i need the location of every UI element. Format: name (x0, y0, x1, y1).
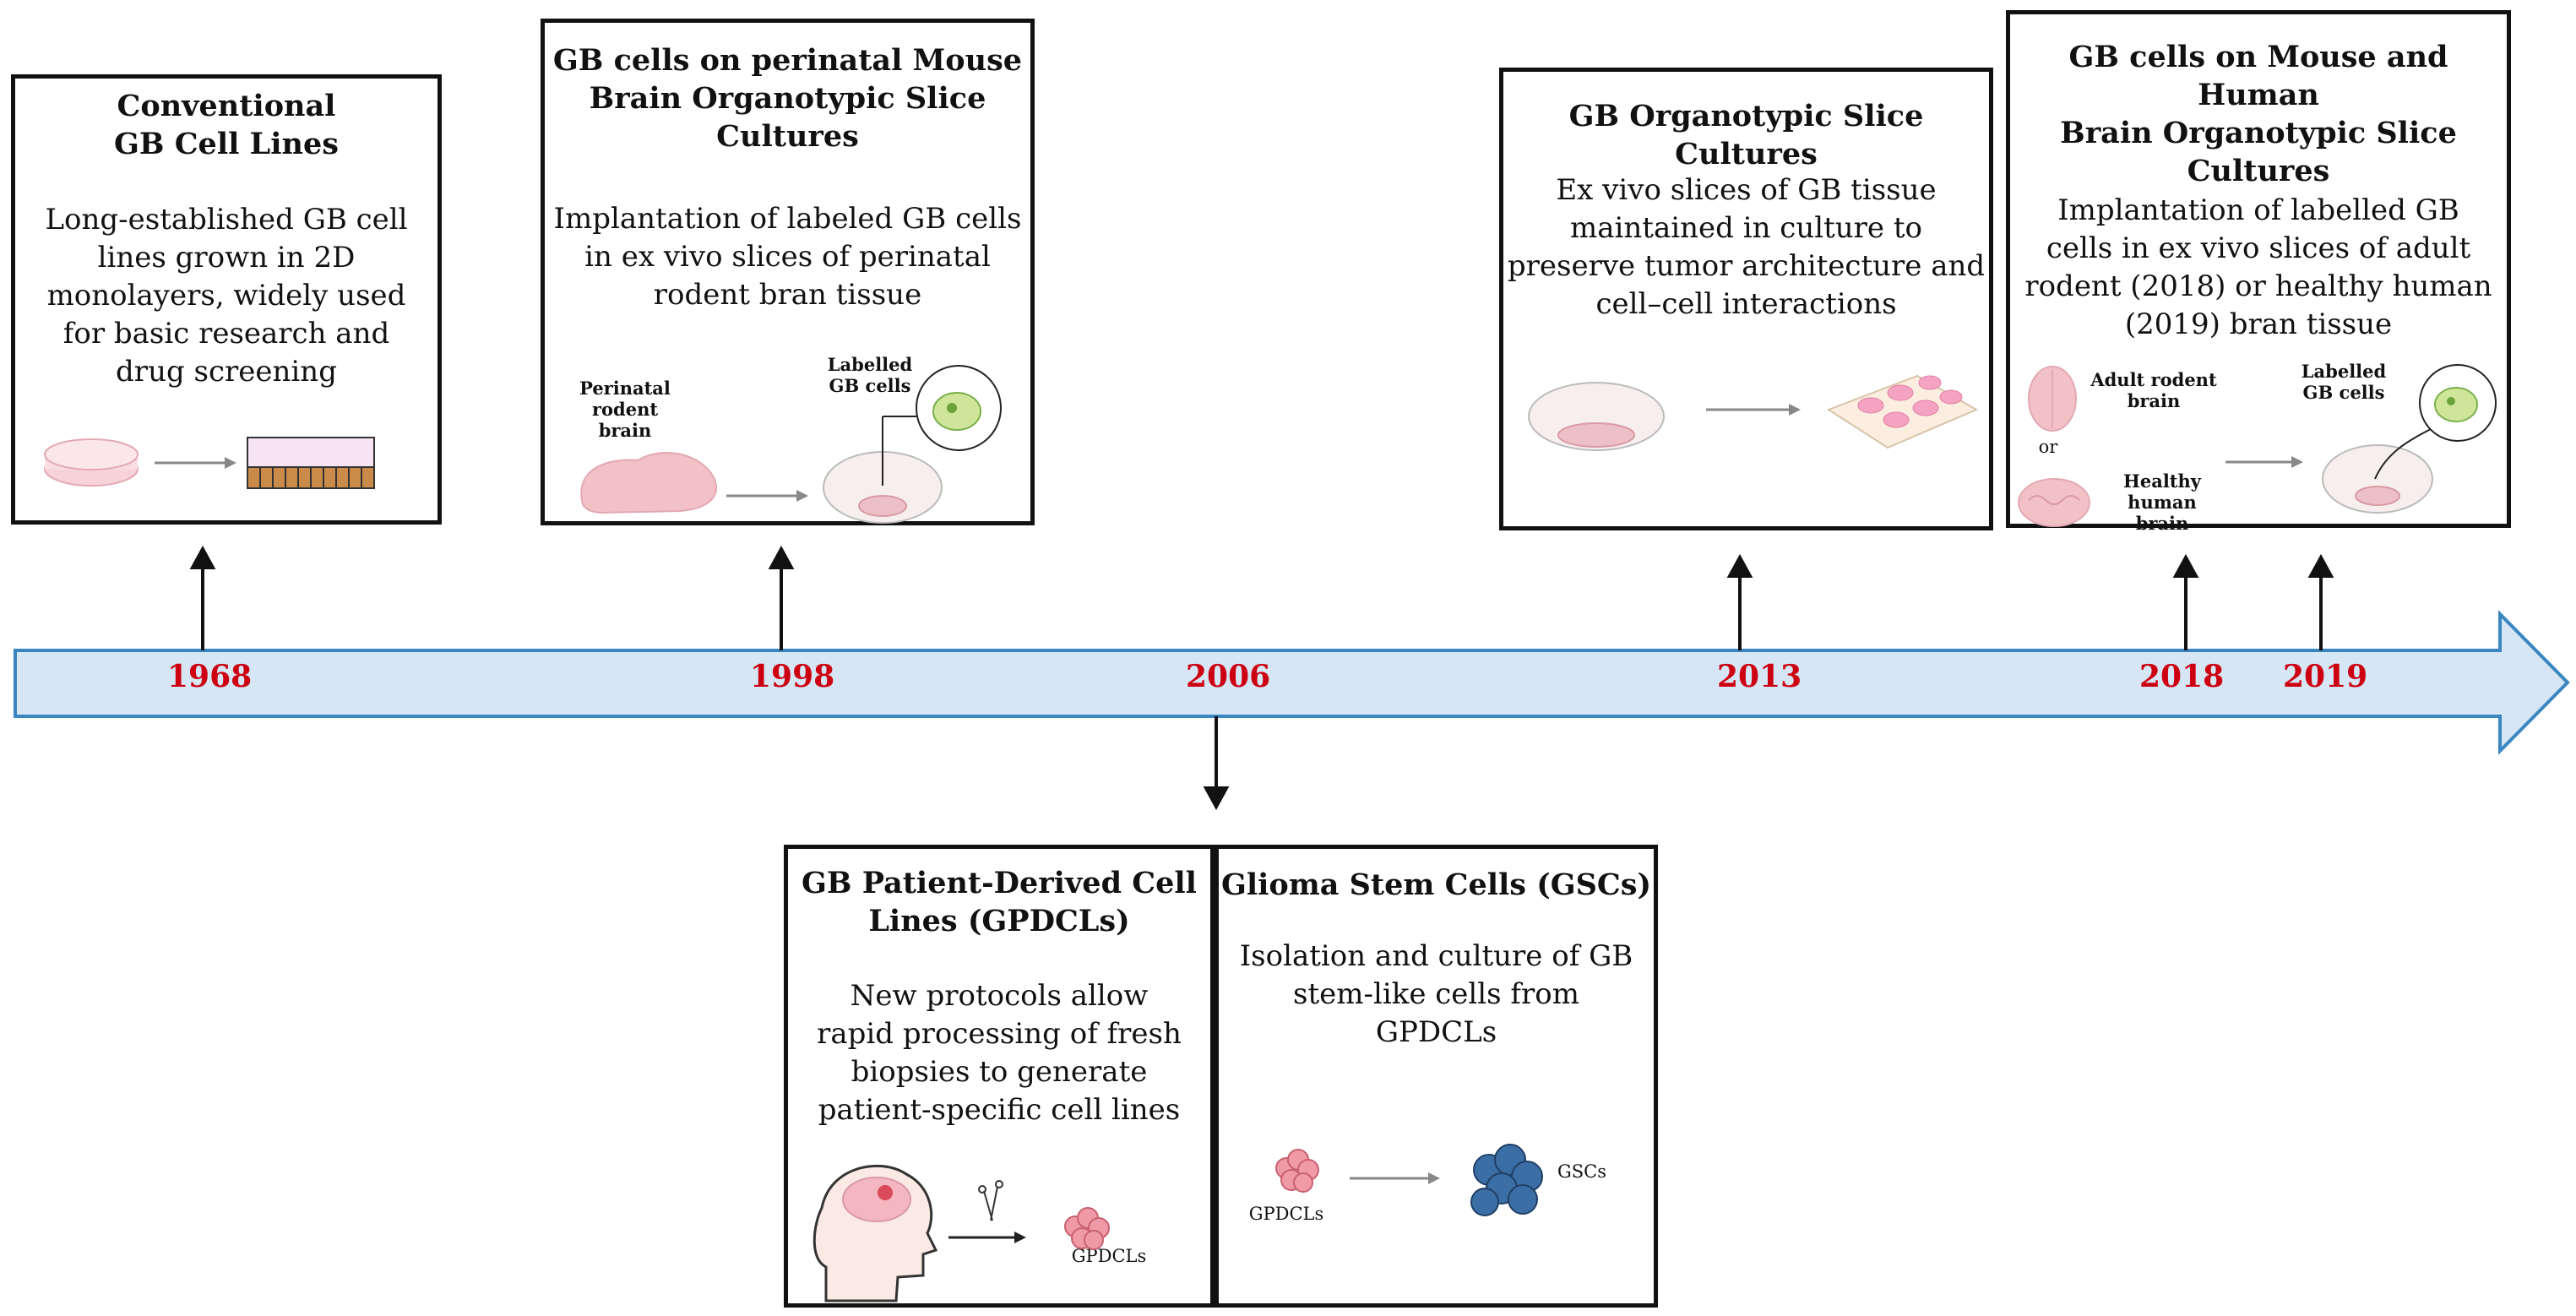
year-2013: 2013 (1717, 659, 1802, 694)
petri-to-well-illustration (44, 437, 375, 489)
gpdcl-illustration (812, 1164, 1110, 1302)
perinatal-desc: Implantation of labeled GB cells in ex v… (553, 202, 1022, 312)
gpdcl-desc: New protocols allow rapid processing of … (817, 979, 1182, 1127)
gsc-box: Glioma Stem Cells (GSCs) Isolation and c… (1215, 845, 1658, 1308)
organotypic-slice-culture-box: GB Organotypic Slice Cultures Ex vivo sl… (1499, 68, 1993, 530)
year-1998: 1998 (750, 659, 835, 694)
perinatal-title: GB cells on perinatal Mouse Brain Organo… (552, 43, 1023, 154)
mouse-human-illustration (2018, 364, 2497, 527)
or-label: or (2038, 437, 2058, 457)
year-1968: 1968 (167, 659, 253, 694)
perinatal-labelled-cells-label: Labelled GB cells (827, 354, 913, 396)
gpdcl-cells-label: GPDCLs (1071, 1246, 1147, 1266)
perinatal-brain-label: Perinatal rodent brain (579, 378, 671, 441)
gsc-title: Glioma Stem Cells (GSCs) (1220, 867, 1652, 902)
perinatal-illustration (580, 365, 1002, 524)
gsc-illustration (1275, 1144, 1543, 1216)
organotypic-title: GB Organotypic Slice Cultures (1568, 99, 1924, 171)
mouse-human-title: GB cells on Mouse and Human Brain Organo… (2060, 40, 2457, 188)
year-2019: 2019 (2283, 659, 2368, 694)
healthy-human-brain-label: Healthy human brain (2123, 470, 2201, 534)
mouse-human-slice-culture-box: GB cells on Mouse and Human Brain Organo… (2006, 10, 2511, 534)
organotypic-desc: Ex vivo slices of GB tissue maintained i… (1507, 173, 1986, 321)
perinatal-slice-culture-box: GB cells on perinatal Mouse Brain Organo… (541, 19, 1035, 525)
year-2006: 2006 (1186, 659, 1271, 694)
mouse-human-desc: Implantation of labelled GB cells in ex … (2024, 193, 2492, 341)
conventional-desc: Long-established GB cell lines grown in … (45, 203, 408, 389)
gsc-right-cells-label: GSCs (1557, 1161, 1606, 1182)
gpdcl-title: GB Patient-Derived Cell Lines (GPDCLs) (802, 866, 1197, 938)
gsc-desc: Isolation and culture of GB stem-like ce… (1239, 939, 1633, 1049)
gpdcl-box: GB Patient-Derived Cell Lines (GPDCLs) N… (784, 845, 1215, 1308)
year-2018: 2018 (2139, 659, 2225, 694)
gsc-left-cells-label: GPDCLs (1248, 1204, 1324, 1224)
adult-rodent-brain-label: Adult rodent brain (2090, 369, 2217, 411)
conventional-cell-lines-box: Conventional GB Cell Lines Long-establis… (11, 74, 442, 525)
organotypic-illustration (1528, 374, 1979, 451)
conventional-title: Conventional GB Cell Lines (114, 89, 339, 161)
mouse-human-labelled-cells-label: Labelled GB cells (2301, 361, 2387, 403)
